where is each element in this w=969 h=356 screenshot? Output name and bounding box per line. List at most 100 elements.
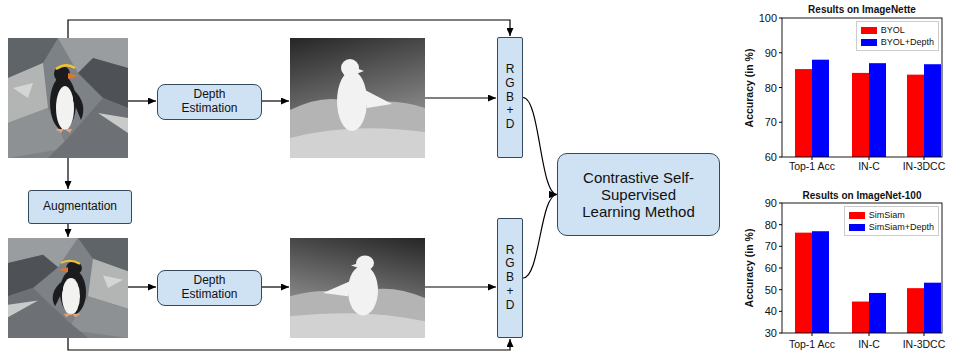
legend-item: SimSiam+Depth	[849, 221, 934, 233]
method-box: Contrastive Self-Supervised Learning Met…	[557, 153, 720, 236]
tick-mark	[779, 18, 782, 19]
tick-label: 50	[765, 284, 777, 296]
text-block: Augmentation	[43, 200, 117, 214]
legend: SimSiamSimSiam+Depth	[844, 206, 939, 236]
text-block: R G B + D	[504, 244, 516, 313]
flow-arrow	[425, 97, 496, 98]
legend-item: BYOL+Depth	[861, 36, 934, 48]
bar	[795, 69, 812, 157]
flow-arrow	[262, 100, 289, 101]
tick-mark	[779, 52, 782, 53]
category-label: IN-3DCC	[903, 339, 946, 351]
node-text: Augmentation	[43, 200, 117, 214]
legend-text: SimSiam	[869, 209, 905, 221]
category-label: IN-C	[858, 161, 880, 173]
bar-charts	[779, 18, 942, 336]
bar-chart	[779, 203, 942, 336]
channel-stack-box: R G B + D	[497, 218, 523, 338]
penguin-photo	[8, 38, 128, 158]
process-box: Depth Estimation	[157, 270, 262, 306]
bar	[907, 288, 924, 333]
legend-swatch	[849, 212, 865, 219]
legend-swatch	[849, 224, 865, 231]
bar	[795, 233, 812, 333]
tick-label: 90	[765, 47, 777, 59]
connector-arrow	[523, 98, 557, 195]
augmented-photo	[8, 238, 128, 338]
depth-map	[290, 38, 425, 158]
legend-item: BYOL	[861, 24, 934, 36]
category-label: Top-1 Acc	[789, 339, 835, 351]
legend: BYOLBYOL+Depth	[856, 21, 939, 51]
node-text: Contrastive Self-Supervised Learning Met…	[574, 169, 704, 221]
text-block: Depth Estimation	[170, 88, 250, 116]
category-label: IN-3DCC	[903, 161, 946, 173]
flow-arrow	[262, 286, 289, 287]
text-block: R G B + D	[504, 63, 516, 132]
tick-mark	[779, 289, 782, 290]
node-text: Depth Estimation	[170, 88, 250, 116]
legend-text: BYOL+Depth	[881, 36, 934, 48]
tick-mark	[779, 246, 782, 247]
node-text: R G B + D	[504, 63, 516, 132]
plot-frame	[782, 203, 942, 333]
tick-label: 70	[765, 240, 777, 252]
augmented-depth	[290, 238, 425, 338]
node-text: Depth Estimation	[170, 274, 250, 302]
channel-stack-box: R G B + D	[497, 37, 523, 158]
tick-label: 30	[765, 327, 777, 339]
bar	[852, 73, 869, 157]
tick-mark	[812, 157, 813, 160]
bar	[812, 231, 829, 333]
bar	[869, 63, 886, 157]
connector-arrow	[523, 195, 557, 279]
tick-label: 80	[765, 219, 777, 231]
plot-frame	[782, 18, 942, 157]
process-box: Augmentation	[28, 190, 132, 224]
chart-title: Results on ImageNette	[808, 4, 916, 15]
flow-arrow	[128, 100, 156, 101]
legend-text: BYOL	[881, 24, 905, 36]
legend-item: SimSiam	[849, 209, 934, 221]
tick-mark	[869, 157, 870, 160]
tick-label: 70	[765, 116, 777, 128]
flow-arrow	[67, 158, 68, 189]
tick-mark	[779, 311, 782, 312]
legend-swatch	[861, 27, 877, 34]
tick-label: 60	[765, 262, 777, 274]
tick-mark	[869, 333, 870, 336]
bar	[907, 75, 924, 157]
bar	[924, 64, 941, 157]
legend-text: SimSiam+Depth	[869, 221, 934, 233]
category-label: Top-1 Acc	[789, 161, 835, 173]
process-box: Depth Estimation	[157, 84, 262, 120]
flow-arrow	[67, 224, 68, 237]
tick-mark	[812, 333, 813, 336]
tick-label: 100	[759, 12, 777, 24]
tick-mark	[779, 203, 782, 204]
tick-mark	[779, 157, 782, 158]
axis-title: Accuracy (in %)	[744, 229, 756, 308]
tick-mark	[779, 333, 782, 334]
tick-mark	[779, 268, 782, 269]
bar-chart	[779, 18, 942, 160]
tick-label: 40	[765, 305, 777, 317]
chart-title: Results on ImageNet-100	[803, 190, 922, 201]
text-block: Depth Estimation	[170, 274, 250, 302]
tick-mark	[924, 333, 925, 336]
axis-title: Accuracy (in %)	[744, 48, 756, 127]
flow-lines	[68, 20, 510, 350]
flow-arrow	[128, 286, 156, 287]
tick-label: 60	[765, 151, 777, 163]
bar	[812, 60, 829, 157]
text-block: Contrastive Self-Supervised Learning Met…	[574, 169, 704, 221]
bar	[924, 283, 941, 333]
skip-line	[68, 338, 510, 350]
penguin-photo	[8, 238, 128, 338]
skip-line	[68, 20, 510, 38]
tick-mark	[779, 87, 782, 88]
bar	[869, 293, 886, 333]
